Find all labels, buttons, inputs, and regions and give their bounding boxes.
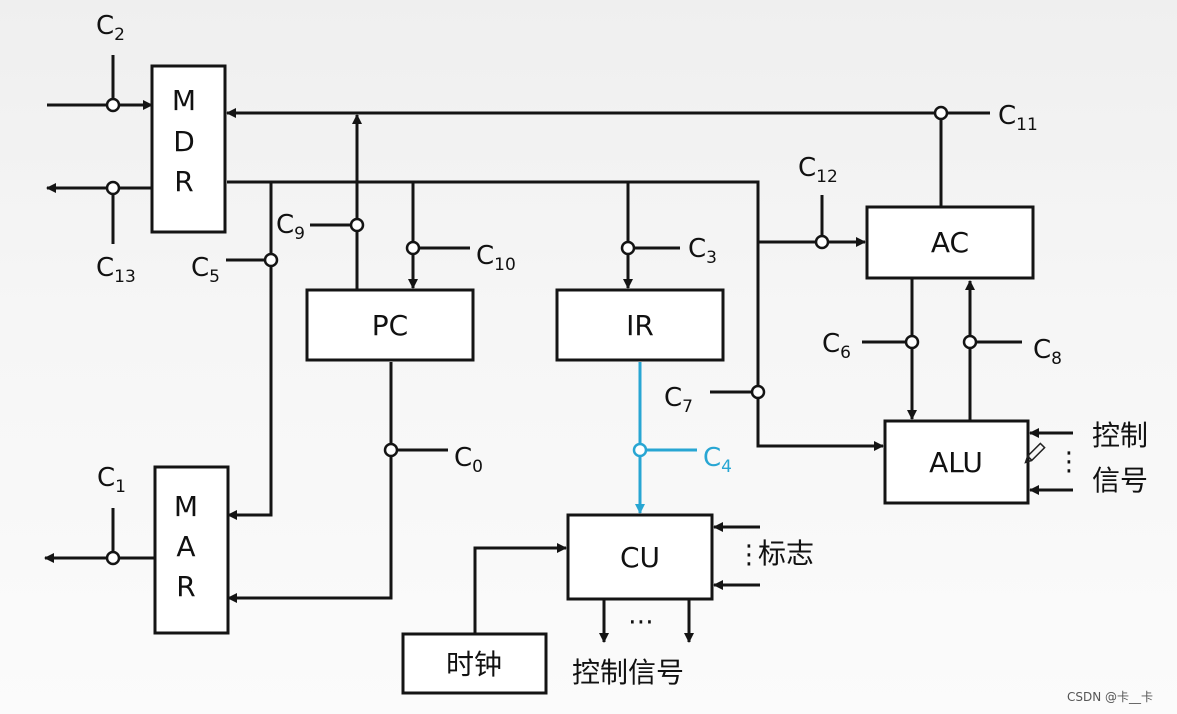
flags-vdots: ⋮ xyxy=(736,540,762,570)
c6-node xyxy=(904,334,920,350)
c8-label: C8 xyxy=(1033,335,1062,369)
alu-ctrl-label-line2: 信号 xyxy=(1092,464,1148,497)
c13-node xyxy=(105,180,121,196)
alu-unit: ALU xyxy=(883,419,1030,505)
c1-label: C1 xyxy=(97,463,126,497)
pc-label: PC xyxy=(372,309,408,342)
c3-label: C3 xyxy=(688,234,717,268)
pencil-icon xyxy=(1024,442,1046,464)
c7-node xyxy=(750,384,766,400)
mdr-register: M D R xyxy=(150,64,227,234)
c13-label: C13 xyxy=(96,253,136,287)
flags-label: 标志 xyxy=(758,537,814,570)
watermark: CSDN @卡__卡 xyxy=(1067,690,1153,704)
c9-label: C9 xyxy=(276,210,305,244)
mar-label-3: R xyxy=(176,570,195,603)
alu-ctrl-label-line1: 控制 xyxy=(1092,419,1148,452)
mdr-label-2: D xyxy=(173,125,195,158)
ir-register: IR xyxy=(555,288,725,362)
c5-label: C5 xyxy=(191,253,220,287)
c6-label: C6 xyxy=(822,329,851,363)
c11-label: C11 xyxy=(998,101,1038,135)
mdr-label-1: M xyxy=(172,84,196,117)
alu-ctrl-vdots: ⋮ xyxy=(1056,447,1082,477)
c0-label: C0 xyxy=(454,443,483,477)
ir-label: IR xyxy=(626,309,654,342)
signal-labels: C2 C13 C1 C5 C9 C10 C3 C0 C4 C7 C6 C8 C1… xyxy=(96,11,1062,497)
c3-node xyxy=(620,240,636,256)
mar-register: M A R xyxy=(153,465,230,635)
c12-label: C12 xyxy=(798,153,838,187)
c8-node xyxy=(962,334,978,350)
cu-label: CU xyxy=(620,541,660,574)
c2-node xyxy=(105,97,121,113)
c1-node xyxy=(105,550,121,566)
c10-label: C10 xyxy=(476,241,516,275)
cu-ctrl-ellipsis: ⋯ xyxy=(628,607,654,637)
clock-label: 时钟 xyxy=(446,648,502,681)
c7-label: C7 xyxy=(664,383,693,417)
c10-node xyxy=(405,240,421,256)
annotations: 控制 信号 ⋮ ⋮ 标志 ⋯ 控制信号 xyxy=(572,419,1148,689)
clock-to-cu-wire xyxy=(473,543,567,633)
cu-unit: CU xyxy=(566,513,714,601)
ac-register: AC xyxy=(865,205,1035,280)
c12-node xyxy=(814,234,830,250)
pc-register: PC xyxy=(305,288,475,362)
mdr-to-mar-wire xyxy=(227,182,273,520)
alu-label: ALU xyxy=(929,446,983,479)
clock-unit: 时钟 xyxy=(401,632,548,695)
c4-node xyxy=(632,442,648,458)
ac-label: AC xyxy=(931,226,969,259)
c5-node xyxy=(263,252,279,268)
c0-node xyxy=(383,442,399,458)
wires xyxy=(44,55,1073,643)
mdr-output-bus-wire xyxy=(227,180,884,451)
mar-label-1: M xyxy=(174,490,198,523)
c2-label: C2 xyxy=(96,11,125,45)
c9-node xyxy=(349,217,365,233)
pc-to-mar-wire xyxy=(227,362,393,603)
cu-ctrl-label: 控制信号 xyxy=(572,656,684,689)
c4-label: C4 xyxy=(703,443,732,477)
control-nodes xyxy=(105,97,978,566)
c11-node xyxy=(933,105,949,121)
mar-label-2: A xyxy=(176,530,195,563)
mdr-label-3: R xyxy=(174,165,193,198)
